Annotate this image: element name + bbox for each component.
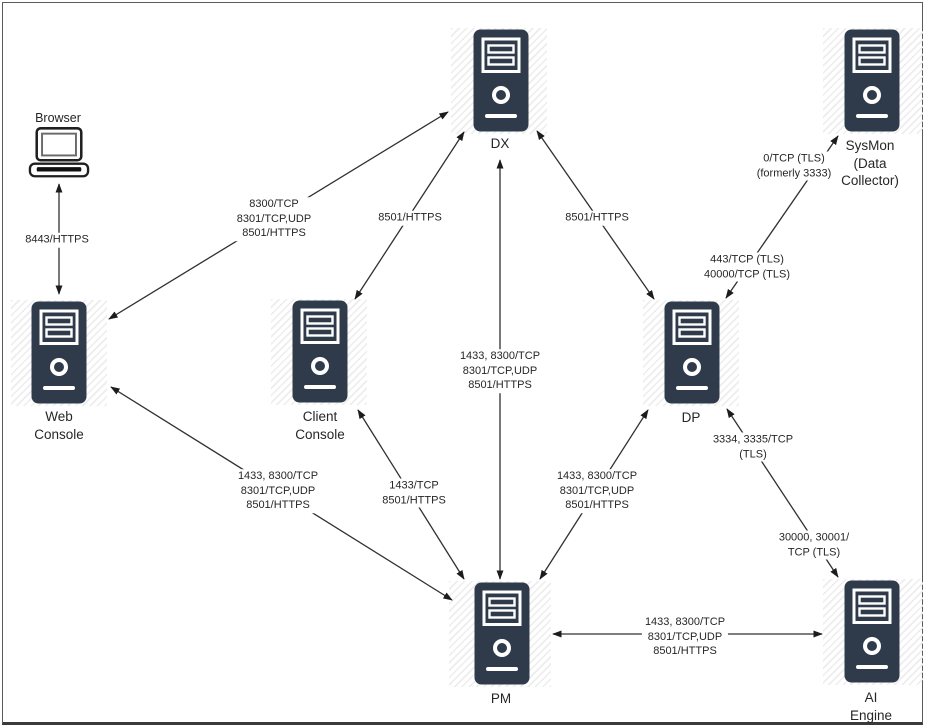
server-icon (292, 300, 348, 403)
edge-label-dp-ai-engine-upper: 3334, 3335/TCP (TLS) (709, 432, 797, 462)
server-icon (31, 301, 87, 404)
edge-label-client-console-dx: 8501/HTTPS (375, 210, 445, 226)
edge-label-dp-ai-engine-lower: 30000, 30001/ TCP (TLS) (775, 530, 853, 560)
server-icon (844, 29, 900, 132)
node-label-pm: PM (490, 691, 512, 706)
edge-label-dp-sysmon-upper: 0/TCP (TLS) (formerly 3333) (753, 151, 835, 181)
node-label-dx: DX (490, 136, 510, 151)
laptop-icon (28, 126, 90, 181)
edge-label-web-console-dx: 8300/TCP 8301/TCP,UDP 8501/HTTPS (233, 197, 315, 241)
edge-label-dp-dx: 8501/HTTPS (562, 210, 632, 226)
edge-label-pm-ai-engine: 1433, 8300/TCP 8301/TCP,UDP 8501/HTTPS (641, 615, 729, 659)
edge-label-dp-sysmon-lower: 443/TCP (TLS) 40000/TCP (TLS) (700, 252, 794, 282)
edge-label-browser-web-console: 8443/HTTPS (22, 232, 92, 248)
node-label-browser: Browser (35, 111, 81, 125)
server-icon (844, 580, 900, 683)
server-icon (473, 29, 529, 132)
diagram-layer: Browser DX SysMon (Data Collector) Web C… (3, 3, 924, 724)
node-label-dp: DP (681, 410, 701, 425)
server-icon (474, 582, 530, 685)
edge-label-client-console-pm: 1433/TCP 8501/HTTPS (379, 478, 449, 508)
node-label-client-console: Client Console (295, 409, 345, 442)
edge-label-dp-pm: 1433, 8300/TCP 8301/TCP,UDP 8501/HTTPS (553, 469, 641, 513)
edge-label-pm-dx: 1433, 8300/TCP 8301/TCP,UDP 8501/HTTPS (456, 349, 544, 393)
node-label-ai-engine: AI Engine (849, 690, 893, 723)
node-label-sysmon: SysMon (Data Collector) (841, 138, 899, 189)
node-label-web-console: Web Console (34, 409, 84, 442)
server-icon (664, 301, 720, 404)
edge-label-web-console-pm: 1433, 8300/TCP 8301/TCP,UDP 8501/HTTPS (234, 469, 322, 513)
